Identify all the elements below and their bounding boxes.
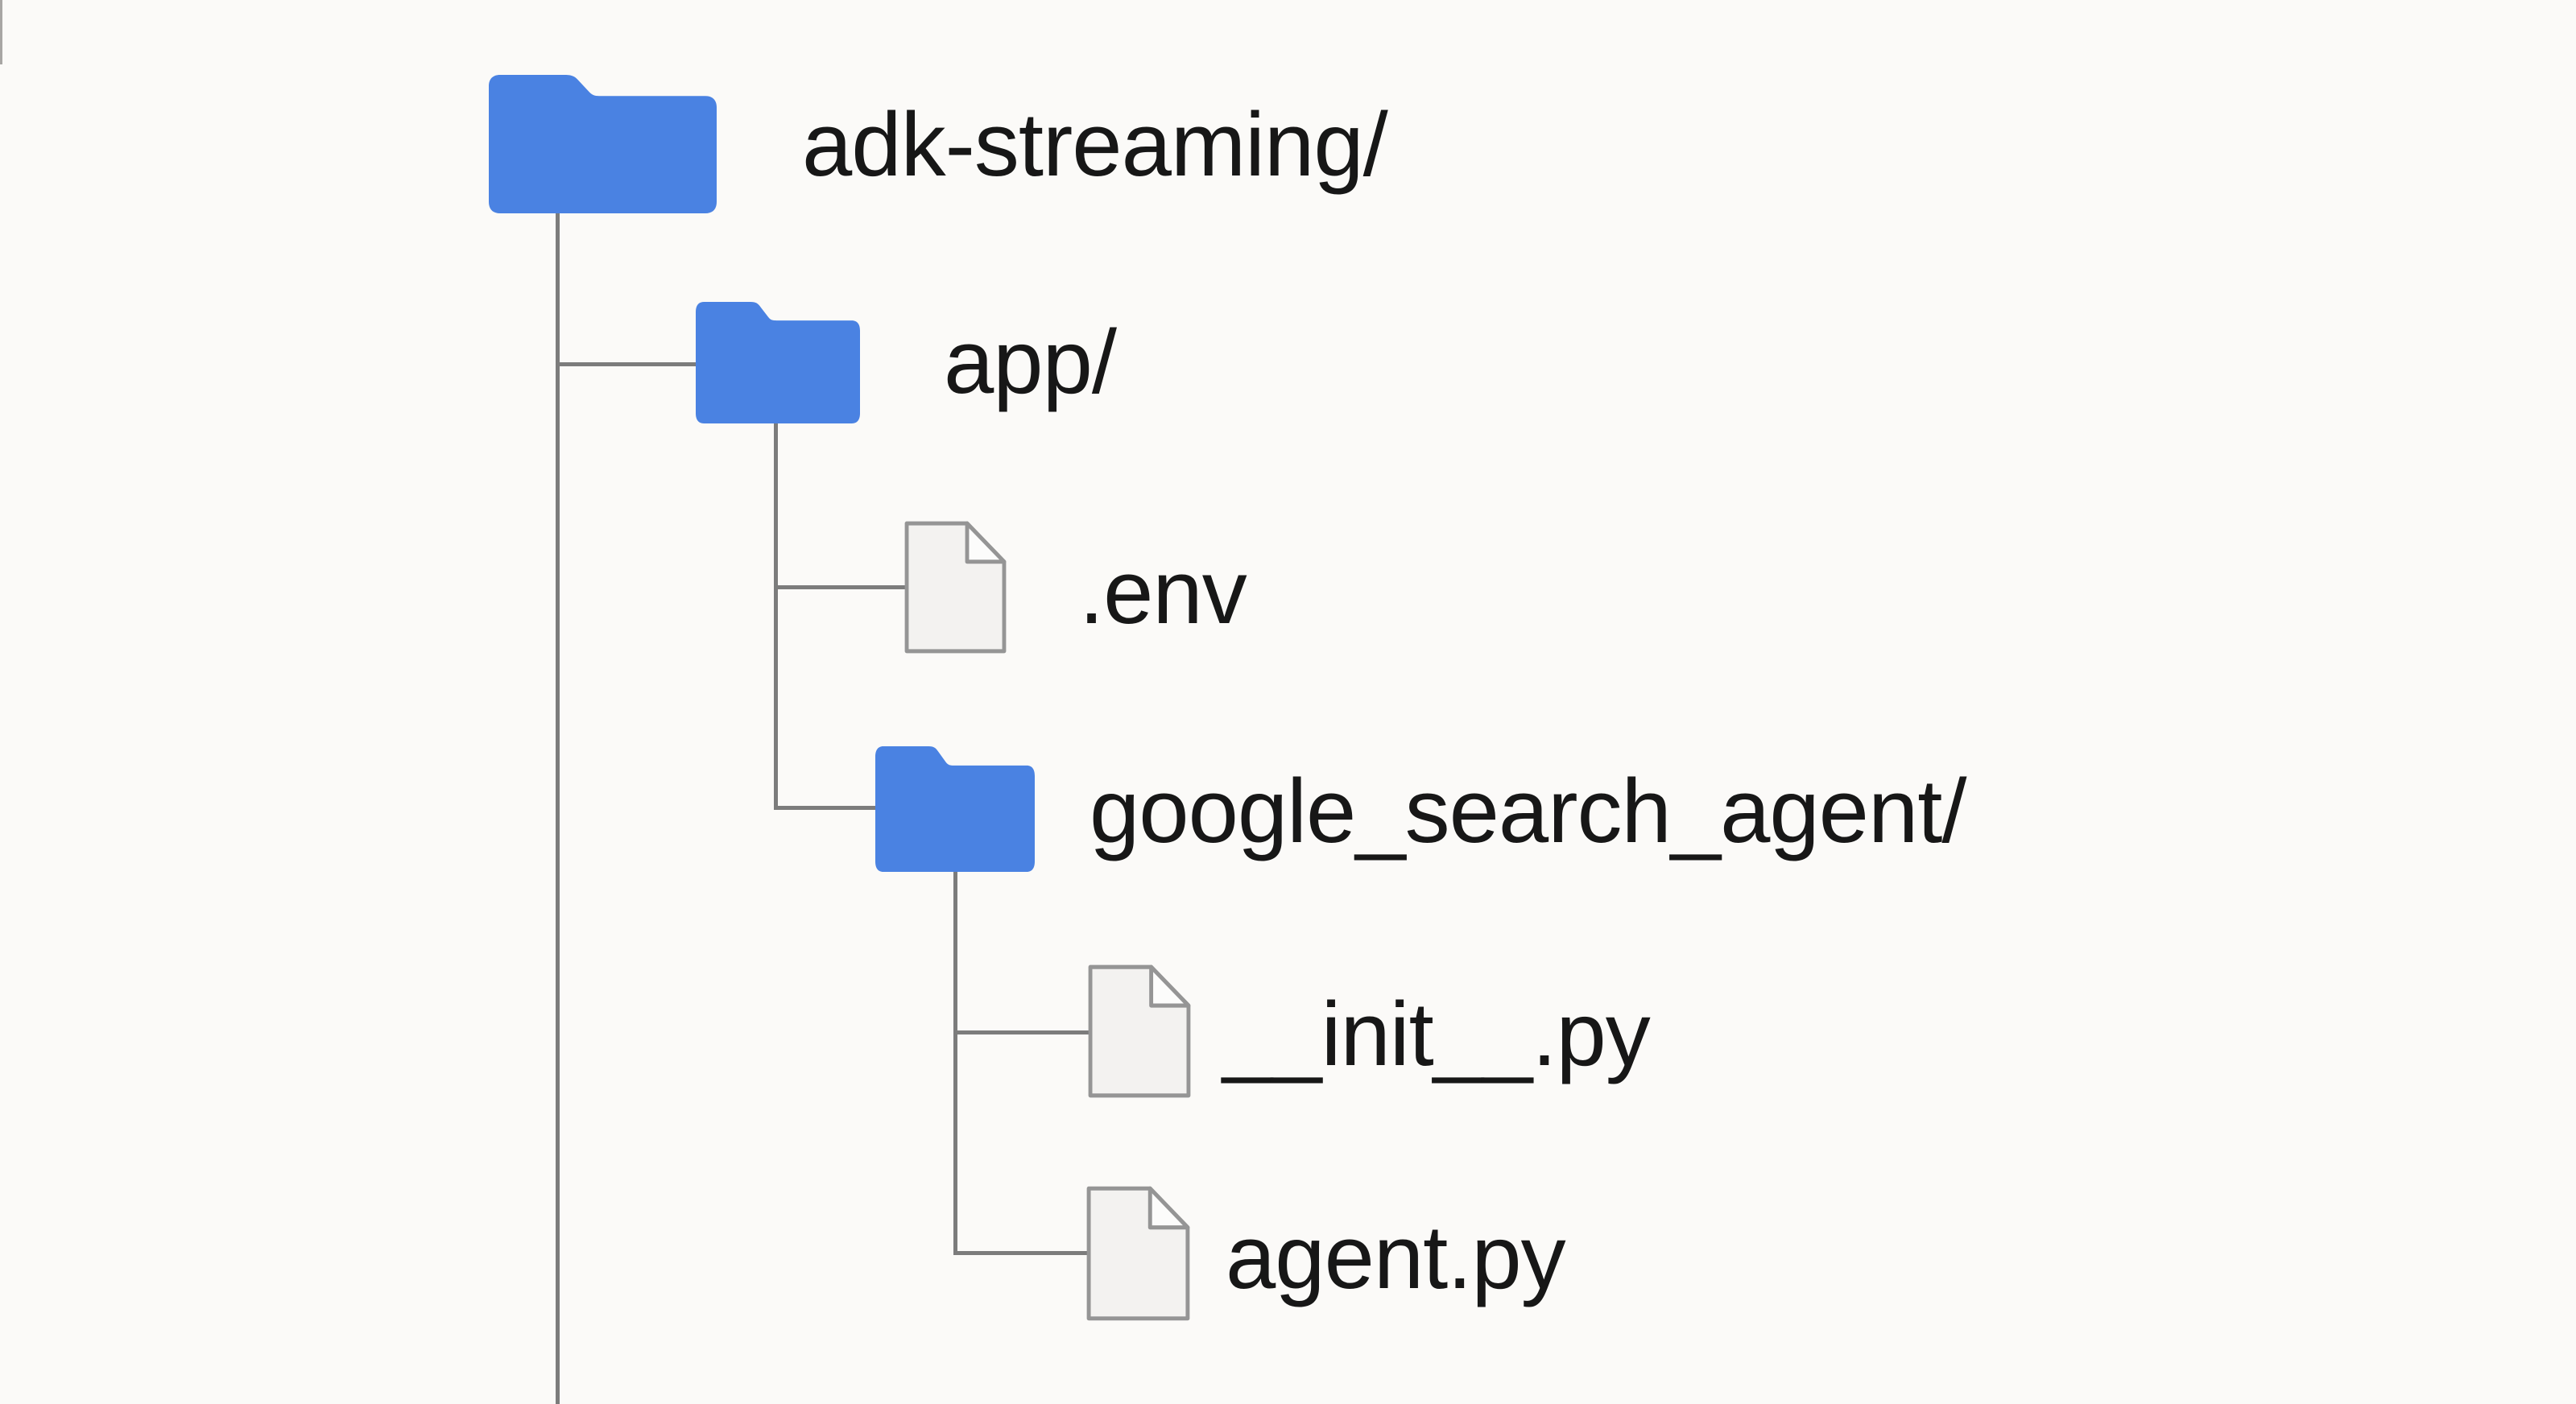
connector-branch-app [556,362,699,366]
connector-trunk-google-search-agent [953,872,957,1255]
connector-branch-env [774,585,905,589]
folder-icon [696,302,860,423]
left-edge-artifact-line [0,0,2,64]
connector-trunk-root [556,213,560,1404]
file-icon [1088,964,1191,1098]
agent-file-label: agent.py [1226,1207,1566,1307]
root-folder-label: adk-streaming/ [802,94,1388,195]
env-file-label: .env [1079,542,1247,642]
file-icon [904,521,1007,654]
folder-icon [489,75,717,213]
file-icon [1086,1186,1190,1321]
connector-trunk-app [774,423,778,810]
folder-icon [875,746,1035,872]
connector-branch-init [953,1030,1089,1034]
app-folder-label: app/ [944,312,1117,412]
connector-branch-google-search-agent [774,806,879,810]
init-file-label: __init__.py [1222,984,1651,1084]
google-search-agent-folder-label: google_search_agent/ [1090,761,1966,861]
connector-branch-agent [953,1251,1087,1255]
